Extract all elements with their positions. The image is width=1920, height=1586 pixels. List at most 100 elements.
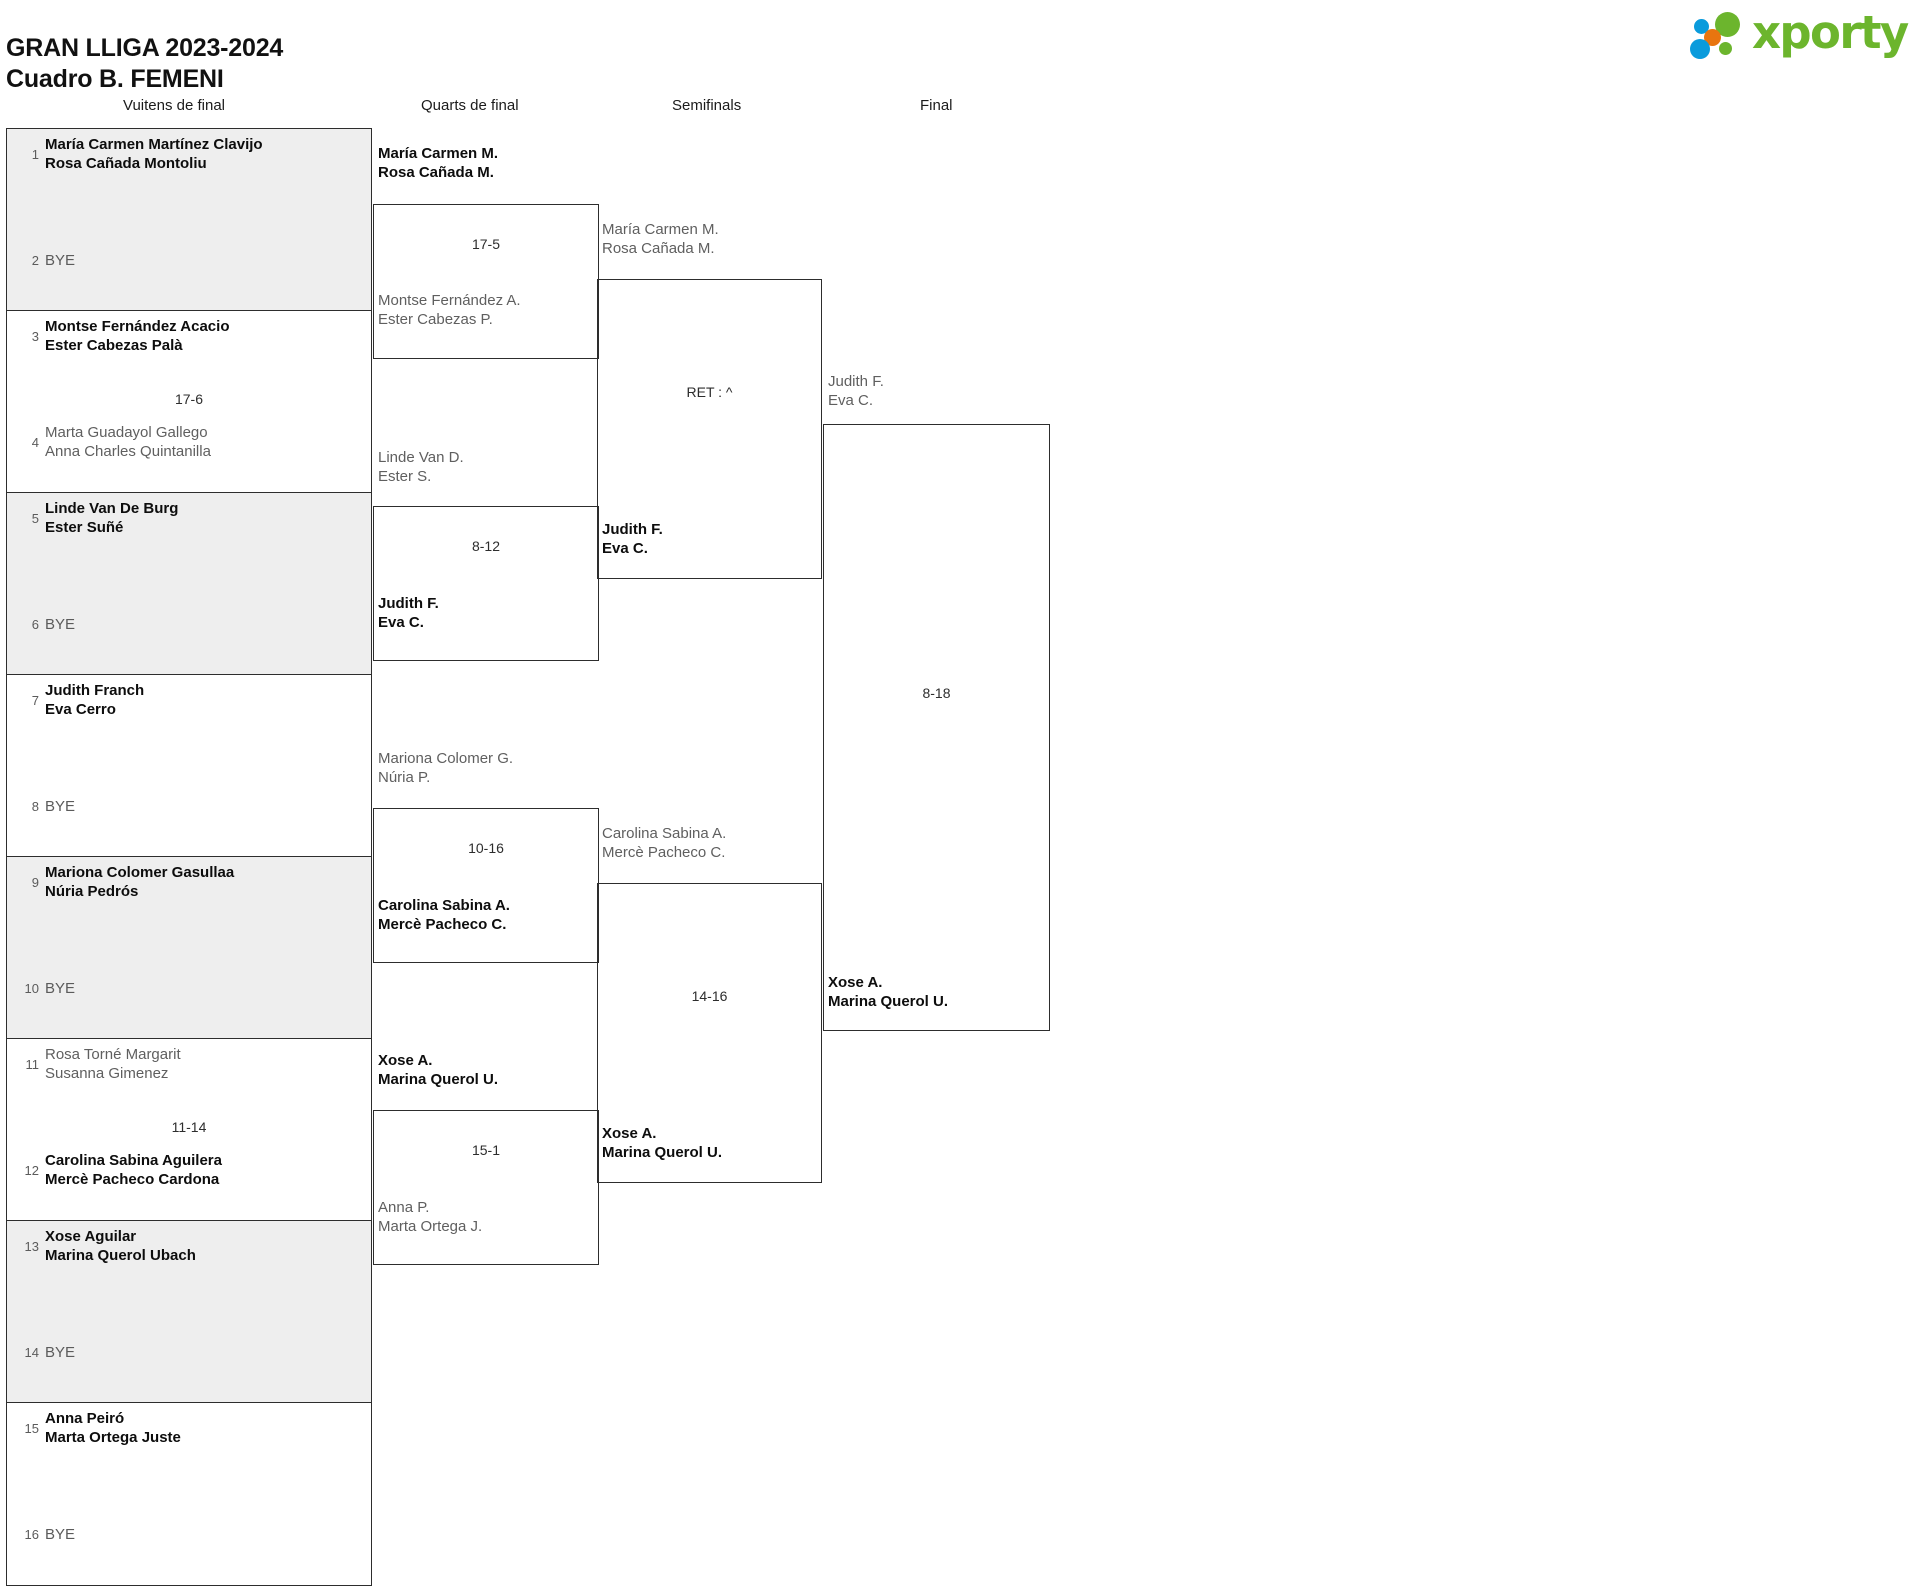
player-slot[interactable]: 2 BYE xyxy=(7,241,371,287)
final-player-slot[interactable]: Xose A. Marina Querol U. xyxy=(828,973,948,1011)
match-score: 14-16 xyxy=(691,988,728,1004)
player-name-1: Mariona Colomer Gasullaa xyxy=(45,864,235,881)
round-header-quarts: Quarts de final xyxy=(421,97,519,114)
player-names: Judith Franch Eva Cerro xyxy=(45,681,144,719)
player-name-1: María Carmen Martínez Clavijo xyxy=(45,136,263,153)
player-name-2: Eva C. xyxy=(828,392,874,409)
seed-number: 15 xyxy=(24,1421,39,1436)
seed-number: 4 xyxy=(31,435,39,450)
final-match-box[interactable]: 8-18 xyxy=(823,424,1050,1031)
qf-player-slot[interactable]: Anna P. Marta Ortega J. xyxy=(378,1198,482,1236)
match-row[interactable]: 9 Mariona Colomer Gasullaa Núria Pedrós … xyxy=(7,857,371,1039)
qf-player-slot[interactable]: Carolina Sabina A. Mercè Pacheco C. xyxy=(378,896,510,934)
player-name-1: María Carmen M. xyxy=(602,221,719,238)
player-slot[interactable]: 13 Xose Aguilar Marina Querol Ubach xyxy=(7,1227,371,1273)
player-name-2: Susanna Gimenez xyxy=(45,1065,169,1082)
player-names: Montse Fernández Acacio Ester Cabezas Pa… xyxy=(45,317,229,355)
bye-label: BYE xyxy=(45,616,76,633)
match-row[interactable]: 7 Judith Franch Eva Cerro 8 BYE xyxy=(7,675,371,857)
player-slot[interactable]: 8 BYE xyxy=(7,787,371,833)
logo-dot-blue-large xyxy=(1690,39,1710,59)
player-slot[interactable]: 3 Montse Fernández Acacio Ester Cabezas … xyxy=(7,317,371,363)
match-row[interactable]: 5 Linde Van De Burg Ester Suñé 6 BYE xyxy=(7,493,371,675)
player-names: María Carmen Martínez Clavijo Rosa Cañad… xyxy=(45,135,263,173)
player-name-2: Ester Cabezas P. xyxy=(378,311,493,328)
match-score: 11-14 xyxy=(171,1119,207,1135)
player-slot[interactable]: 15 Anna Peiró Marta Ortega Juste xyxy=(7,1409,371,1455)
player-name-2: Rosa Cañada Montoliu xyxy=(45,155,207,172)
player-name-2: Eva Cerro xyxy=(45,701,116,718)
player-slot[interactable]: 12 Carolina Sabina Aguilera Mercè Pachec… xyxy=(7,1151,371,1197)
player-slot[interactable]: 16 BYE xyxy=(7,1515,371,1561)
sf-player-slot[interactable]: María Carmen M. Rosa Cañada M. xyxy=(602,220,719,258)
match-score: 10-16 xyxy=(468,840,504,856)
match-row[interactable]: 1 María Carmen Martínez Clavijo Rosa Cañ… xyxy=(7,129,371,311)
player-name-2: Mercè Pacheco C. xyxy=(602,844,726,861)
qf-player-slot[interactable]: Montse Fernández A. Ester Cabezas P. xyxy=(378,291,521,329)
player-slot[interactable]: 11 Rosa Torné Margarit Susanna Gimenez xyxy=(7,1045,371,1091)
player-name-1: Mariona Colomer G. xyxy=(378,750,514,767)
player-name-2: Marina Querol U. xyxy=(378,1071,499,1088)
player-slot[interactable]: 10 BYE xyxy=(7,969,371,1015)
seed-number: 10 xyxy=(24,981,39,996)
match-row[interactable]: 15 Anna Peiró Marta Ortega Juste 16 BYE xyxy=(7,1403,371,1585)
seed-number: 3 xyxy=(31,329,39,344)
player-name-1: Judith Franch xyxy=(45,682,145,699)
qf-player-slot[interactable]: María Carmen M. Rosa Cañada M. xyxy=(378,144,498,182)
player-name-2: Marta Ortega J. xyxy=(378,1218,483,1235)
qf-match-box[interactable]: 17-5 xyxy=(373,204,599,359)
match-row[interactable]: 11 Rosa Torné Margarit Susanna Gimenez 1… xyxy=(7,1039,371,1221)
match-score: 8-18 xyxy=(922,685,951,701)
qf-match-box[interactable]: 10-16 xyxy=(373,808,599,963)
player-name-1: Judith F. xyxy=(828,373,884,390)
qf-player-slot[interactable]: Judith F. Eva C. xyxy=(378,594,439,632)
match-score: 17-6 xyxy=(174,391,204,407)
page-title: GRAN LLIGA 2023-2024 Cuadro B. FEMENI xyxy=(6,2,283,126)
player-name-1: Anna Peiró xyxy=(45,1410,125,1427)
sf-match-box[interactable]: RET : ^ xyxy=(597,279,822,579)
player-name-2: Marta Ortega Juste xyxy=(45,1429,181,1446)
qf-match-box[interactable]: 8-12 xyxy=(373,506,599,661)
round-header-final: Final xyxy=(920,97,953,114)
player-name-1: Xose A. xyxy=(602,1125,657,1142)
round-header-semifinals: Semifinals xyxy=(672,97,742,114)
player-name-2: Marina Querol U. xyxy=(828,993,949,1010)
seed-number: 2 xyxy=(31,253,39,268)
final-player-slot[interactable]: Judith F. Eva C. xyxy=(828,372,884,410)
player-name-1: Montse Fernández A. xyxy=(378,292,521,309)
qf-player-slot[interactable]: Xose A. Marina Querol U. xyxy=(378,1051,498,1089)
player-slot[interactable]: 1 María Carmen Martínez Clavijo Rosa Cañ… xyxy=(7,135,371,181)
player-name-2: Marina Querol Ubach xyxy=(45,1247,196,1264)
player-slot[interactable]: 6 BYE xyxy=(7,605,371,651)
player-name-1: Carolina Sabina A. xyxy=(378,897,510,914)
player-slot[interactable]: 7 Judith Franch Eva Cerro xyxy=(7,681,371,727)
seed-number: 9 xyxy=(31,875,39,890)
seed-number: 16 xyxy=(24,1527,39,1542)
player-name-1: María Carmen M. xyxy=(378,145,499,162)
sf-match-box[interactable]: 14-16 xyxy=(597,883,822,1183)
player-name-2: Mercè Pacheco Cardona xyxy=(45,1171,220,1188)
player-slot[interactable]: 5 Linde Van De Burg Ester Suñé xyxy=(7,499,371,545)
player-slot[interactable]: 4 Marta Guadayol Gallego Anna Charles Qu… xyxy=(7,423,371,469)
player-names: Anna Peiró Marta Ortega Juste xyxy=(45,1409,181,1447)
player-slot[interactable]: 9 Mariona Colomer Gasullaa Núria Pedrós xyxy=(7,863,371,909)
match-row[interactable]: 13 Xose Aguilar Marina Querol Ubach 14 B… xyxy=(7,1221,371,1403)
sf-player-slot[interactable]: Carolina Sabina A. Mercè Pacheco C. xyxy=(602,824,726,862)
seed-number: 6 xyxy=(31,617,39,632)
qf-player-slot[interactable]: Mariona Colomer G. Núria P. xyxy=(378,749,513,787)
round-header-vuitens: Vuitens de final xyxy=(123,97,226,114)
qf-match-box[interactable]: 15-1 xyxy=(373,1110,599,1265)
logo-wordmark: xporty xyxy=(1752,6,1909,59)
seed-number: 13 xyxy=(24,1239,39,1254)
sf-player-slot[interactable]: Xose A. Marina Querol U. xyxy=(602,1124,722,1162)
logo-dots-icon xyxy=(1690,12,1752,59)
player-name-2: Mercè Pacheco C. xyxy=(378,916,507,933)
player-slot[interactable]: 14 BYE xyxy=(7,1333,371,1379)
player-name-2: Núria P. xyxy=(378,769,431,786)
qf-player-slot[interactable]: Linde Van D. Ester S. xyxy=(378,448,464,486)
bye-label: BYE xyxy=(45,980,76,997)
seed-number: 7 xyxy=(31,693,39,708)
bye-label: BYE xyxy=(45,1526,76,1543)
sf-player-slot[interactable]: Judith F. Eva C. xyxy=(602,520,663,558)
match-row[interactable]: 3 Montse Fernández Acacio Ester Cabezas … xyxy=(7,311,371,493)
